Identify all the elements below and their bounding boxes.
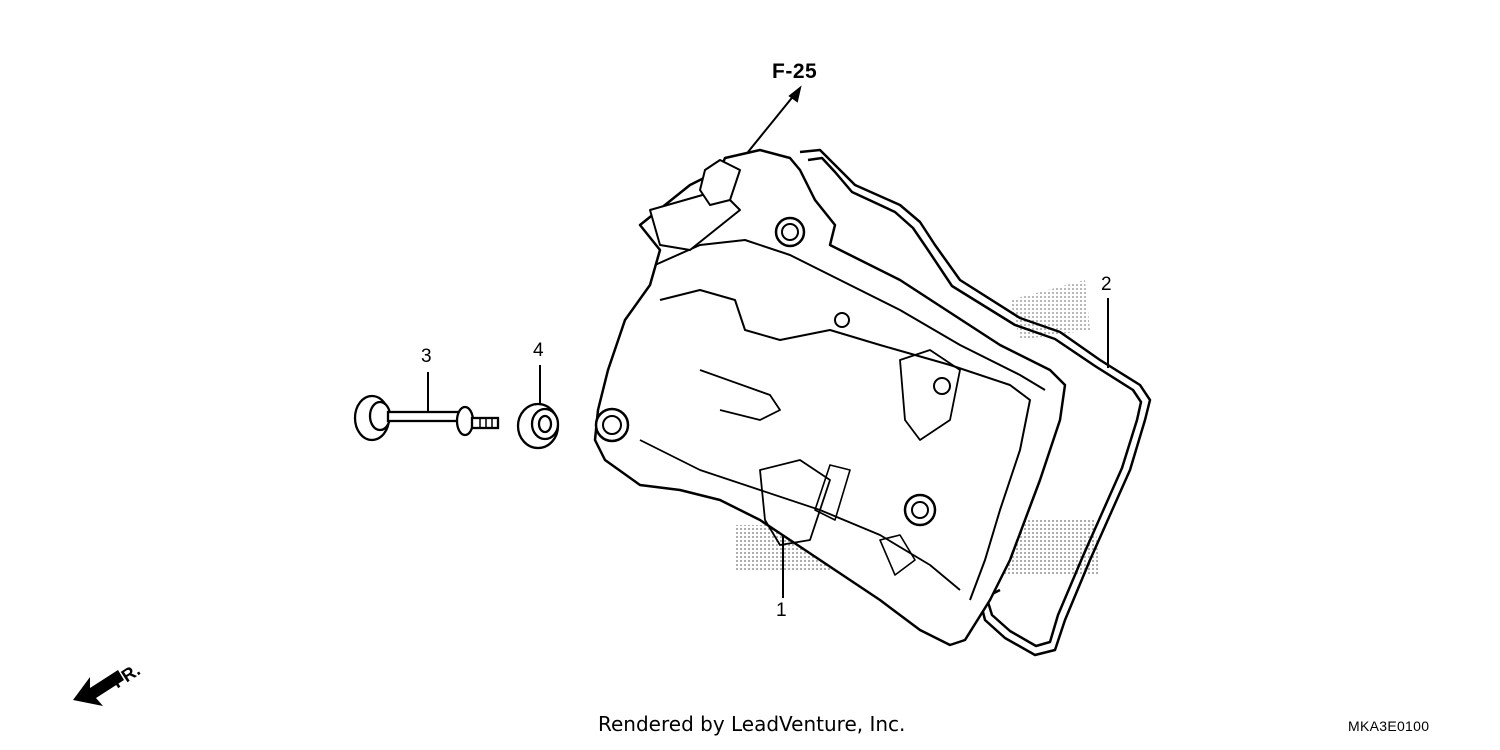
callout-part-3: 3 <box>421 346 432 367</box>
callout-part-4: 4 <box>533 340 544 361</box>
grommet-part-4 <box>516 402 560 450</box>
footer-credit: Rendered by LeadVenture, Inc. <box>598 712 906 736</box>
callout-part-2: 2 <box>1101 274 1112 295</box>
cylinder-head-cover <box>593 148 1067 647</box>
leader-lines <box>427 85 1109 598</box>
diagram-code: MKA3E0100 <box>1348 718 1430 734</box>
callout-part-1: 1 <box>776 600 787 621</box>
bolt-part-3 <box>353 394 500 442</box>
front-arrow-icon <box>73 670 124 706</box>
reference-label: F-25 <box>772 60 818 83</box>
cylinder-head-cover-gasket <box>799 148 1152 657</box>
